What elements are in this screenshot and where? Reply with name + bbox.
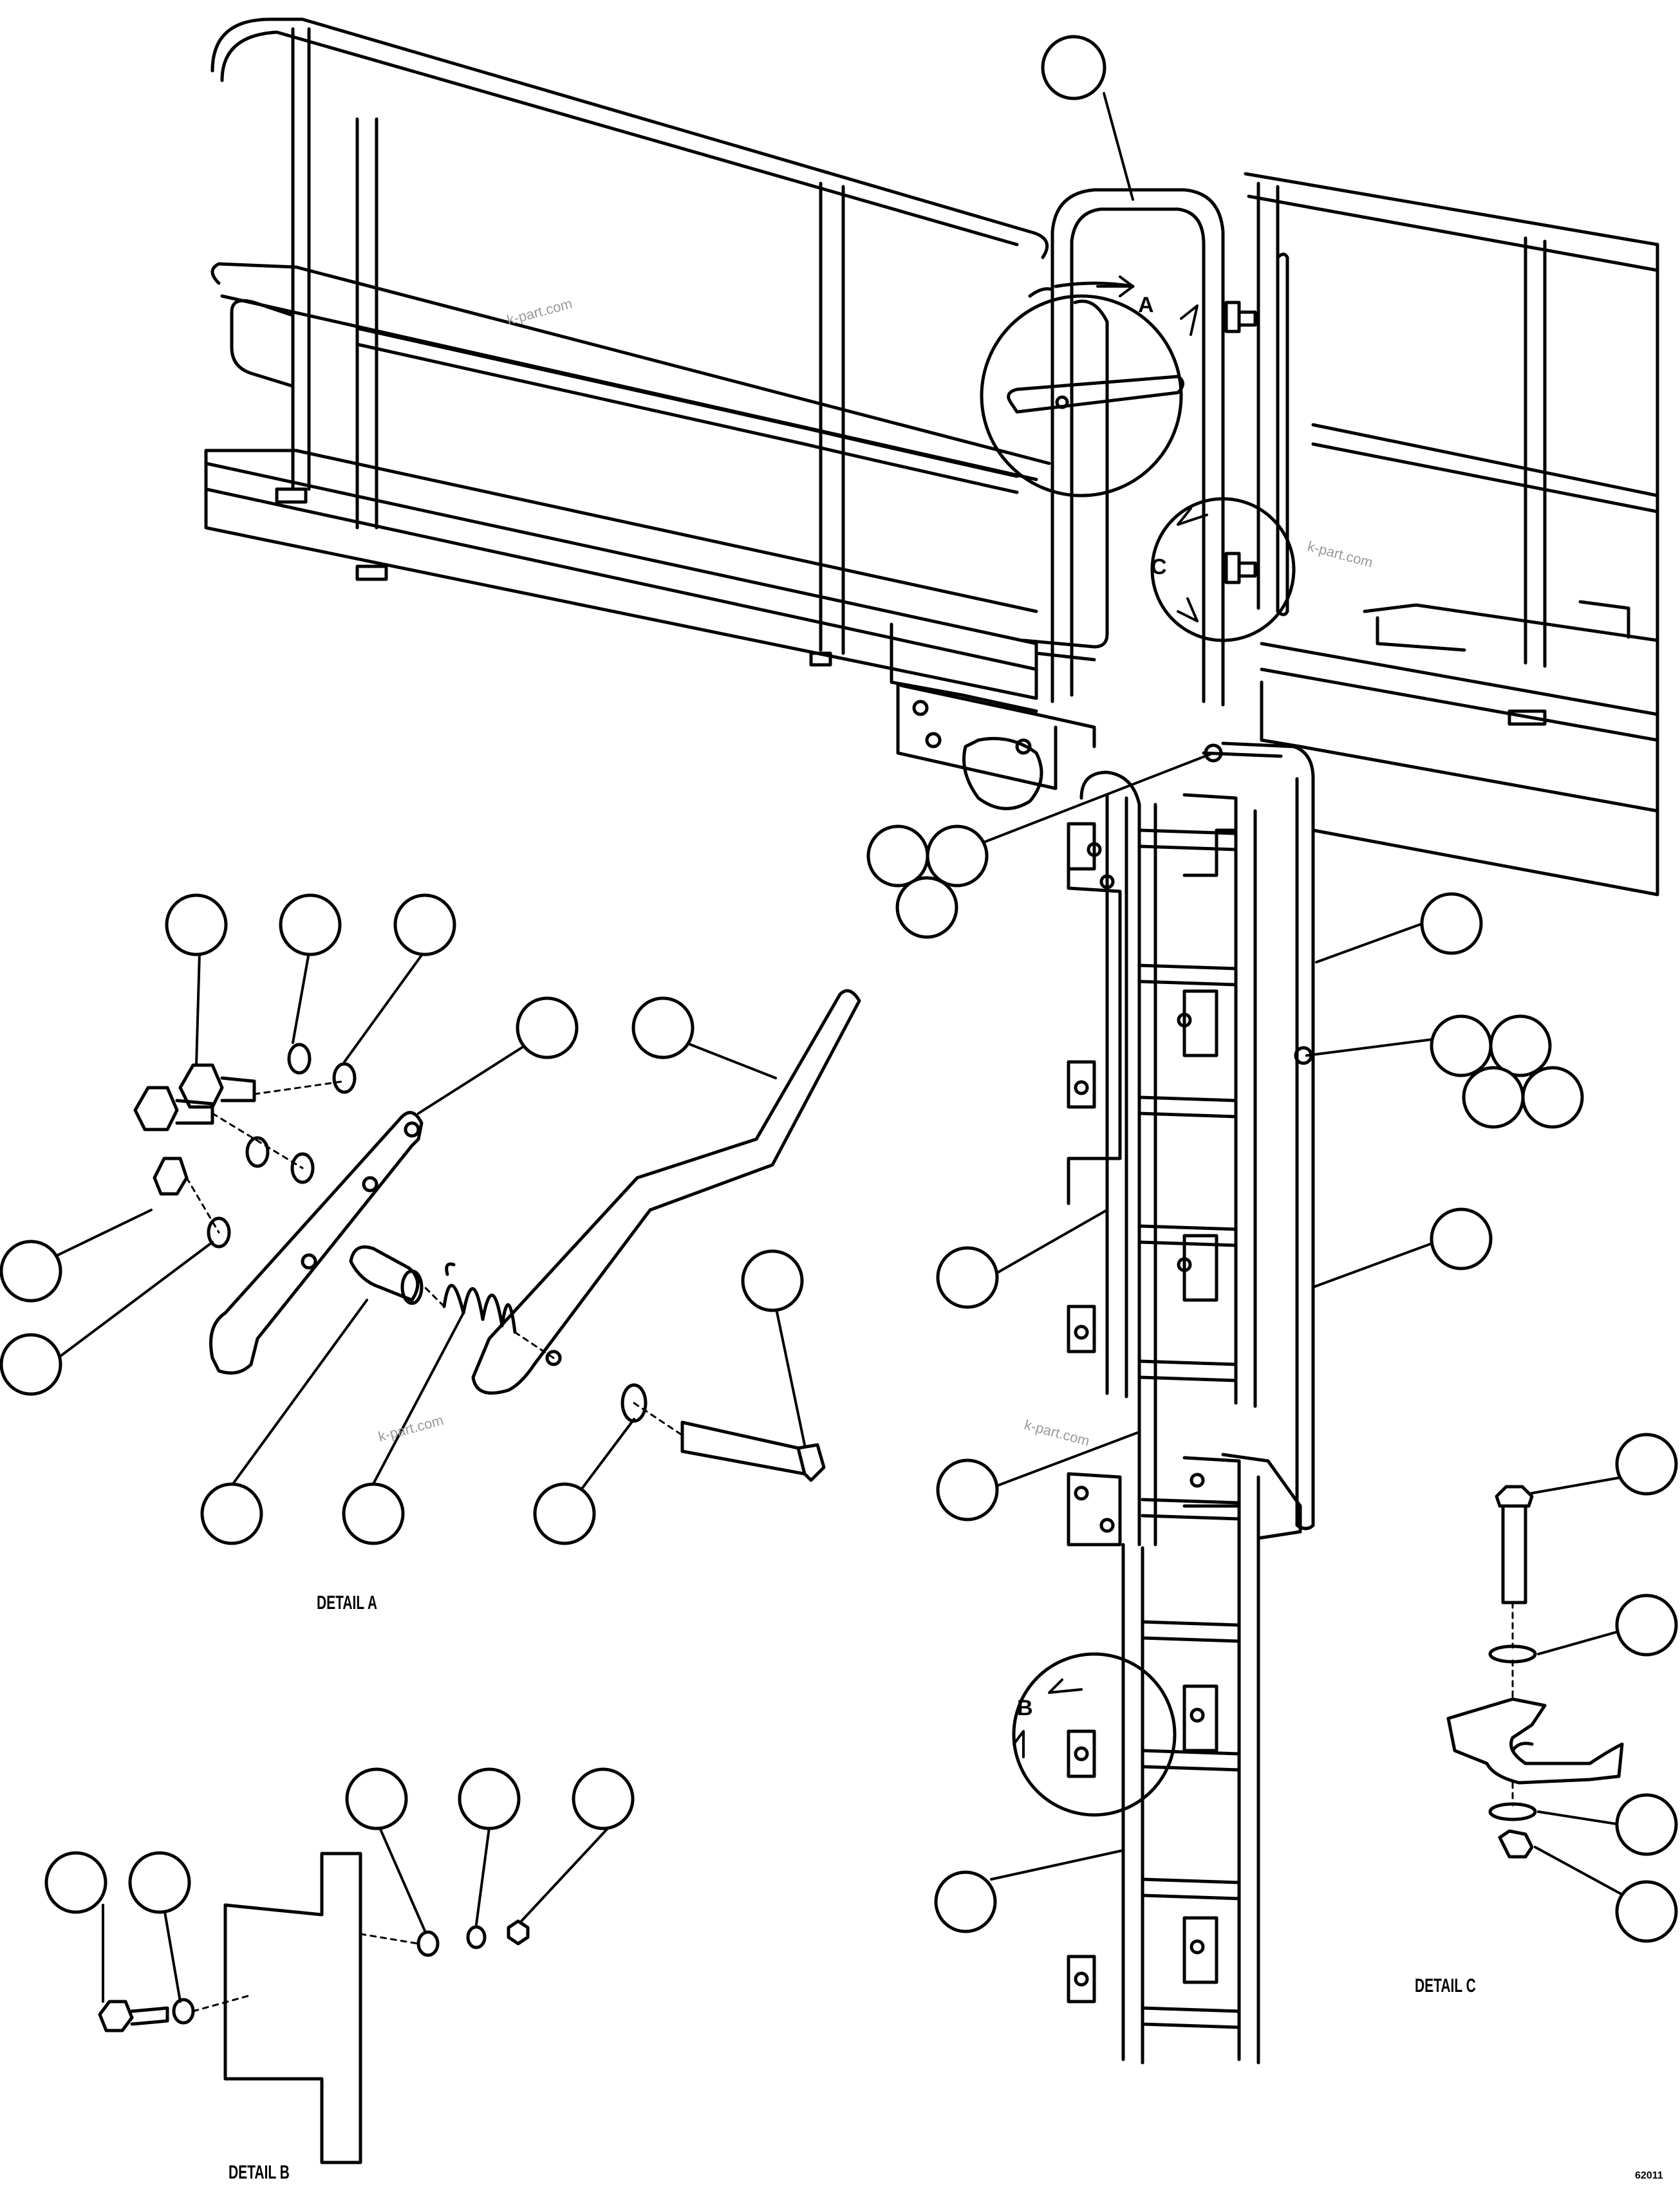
callout-balloon [741, 1249, 804, 1312]
callout-balloon [895, 876, 958, 939]
callout-balloon [345, 1767, 408, 1830]
callout-balloon [1420, 892, 1483, 955]
gate [1007, 188, 1257, 707]
callout-balloon [533, 1482, 596, 1545]
callout-balloon [516, 996, 579, 1059]
callout-balloon [1430, 1014, 1493, 1077]
watermark: k-part.com [505, 295, 574, 328]
view-circle-b [1012, 1652, 1177, 1817]
callout-balloon [572, 1767, 635, 1830]
view-arrows [1013, 275, 1208, 1758]
watermark: k-part.com [1306, 538, 1375, 571]
callout-balloon [1041, 35, 1106, 100]
callout-balloon [926, 824, 989, 888]
callout-balloon [165, 893, 228, 956]
platform-right [1244, 172, 1659, 897]
callout-balloon [1615, 1880, 1678, 1943]
view-circle-c [1150, 497, 1296, 642]
callout-balloon [631, 996, 695, 1059]
view-label-a: A [1138, 293, 1154, 317]
callout-balloons [0, 35, 1678, 1943]
callout-balloon [934, 1870, 997, 1933]
callout-balloon [1615, 1594, 1678, 1657]
callout-balloon [1521, 1066, 1584, 1129]
detail-c-label: DETAIL C [1415, 1976, 1476, 1996]
drawing-code: 62011 [1635, 2170, 1663, 2181]
callout-balloon [128, 1851, 191, 1914]
callout-balloon [458, 1767, 521, 1830]
callout-balloon [1489, 1014, 1552, 1077]
callout-balloon [342, 1482, 405, 1545]
callout-balloon [936, 1458, 999, 1521]
callout-balloon [0, 1333, 62, 1396]
detail-c-parts [1446, 1485, 1624, 1859]
ladder-upper [1067, 741, 1315, 1547]
detail-b-label: DETAIL B [229, 2162, 290, 2183]
callout-balloon [393, 893, 456, 956]
callout-balloon [279, 893, 342, 956]
callout-balloon [1615, 1793, 1678, 1856]
view-label-c: C [1151, 555, 1167, 579]
view-label-b: B [1017, 1696, 1033, 1720]
callout-balloon [936, 1246, 999, 1309]
detail-a-parts [133, 989, 861, 1482]
ladder-lower [1067, 1453, 1302, 2065]
callout-balloon [866, 824, 929, 888]
callout-balloon [200, 1482, 263, 1545]
callout-balloon [1430, 1207, 1493, 1270]
detail-b-parts [98, 1852, 530, 2164]
callout-balloon [0, 1240, 62, 1303]
platform-left [204, 17, 1096, 810]
detail-a-label: DETAIL A [317, 1593, 377, 1613]
callout-balloon [1462, 1066, 1525, 1129]
watermark: k-part.com [1023, 1417, 1092, 1449]
watermark: k-part.com [377, 1412, 445, 1445]
callout-balloon [1615, 1433, 1678, 1496]
callout-balloon [44, 1851, 107, 1914]
